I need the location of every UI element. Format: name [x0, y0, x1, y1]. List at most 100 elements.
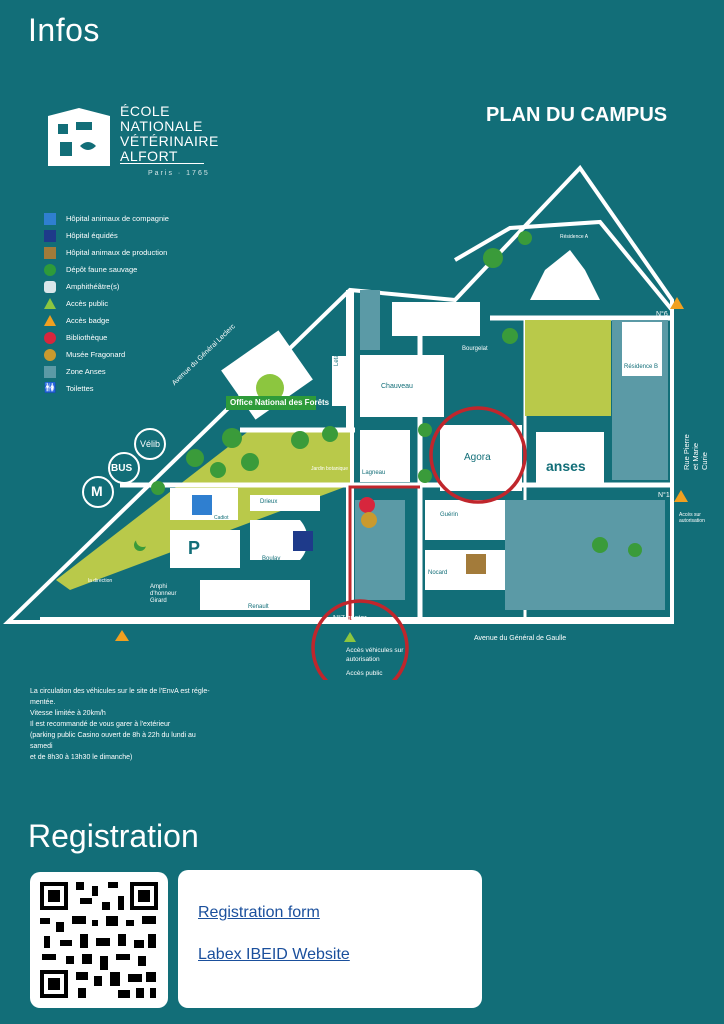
sports-field	[525, 320, 611, 416]
gate-label: N°14	[658, 492, 674, 499]
agora-label: Agora	[464, 452, 491, 463]
school-name: ÉCOLE NATIONALE VÉTÉRINAIRE ALFORT	[120, 104, 219, 164]
legend-label: Hôpital animaux de compagnie	[66, 214, 169, 223]
note-line: (parking public Casino ouvert de 8h à 22…	[30, 732, 196, 739]
building-renault	[200, 580, 310, 610]
note-line: samedi	[30, 743, 53, 750]
building-label: Boulay	[262, 556, 281, 562]
street-label: Rue Pierre et Marie Curie	[682, 434, 709, 470]
qr-code[interactable]	[30, 872, 168, 1008]
legend-label: Bibliothèque	[66, 333, 108, 342]
note-line: et de 8h30 à 13h30 le dimanche)	[30, 754, 133, 761]
labex-ibeid-website-link[interactable]: Labex IBEID Website	[198, 946, 350, 963]
museum-icon	[44, 348, 56, 361]
anses-zone-icon	[44, 365, 56, 378]
note-line: La circulation des véhicules sur le site…	[30, 688, 210, 695]
building-label: Nocard	[428, 570, 448, 576]
anses-zone	[360, 290, 380, 350]
wildlife-icon	[44, 263, 56, 276]
legend-item: Bibliothèque	[44, 329, 244, 346]
building-label: Letard	[334, 348, 340, 366]
gate-label: N°7 quater	[333, 615, 367, 622]
legend-label: Dépôt faune sauvage	[66, 265, 138, 274]
school-subtitle: Paris · 1765	[148, 170, 210, 177]
page-title: Infos	[28, 12, 100, 48]
building-residence-a	[530, 250, 600, 300]
building-residence-b	[622, 322, 662, 376]
building-guerin	[425, 500, 515, 540]
legend-label: Musée Fragonard	[66, 350, 126, 359]
note-line: Vitesse limitée à 20km/h	[30, 710, 106, 717]
garden-label: Jardin botanique	[311, 466, 348, 472]
note-line: Il est recommandé de vous garer à l'exté…	[30, 721, 171, 728]
building-label: Résidence B	[624, 364, 659, 370]
legend-item: Hôpital animaux de compagnie	[44, 210, 244, 227]
metro-label: M	[91, 483, 103, 499]
building-label: Guérin	[440, 512, 459, 518]
building-label: la direction	[88, 578, 113, 584]
parking	[170, 530, 240, 568]
legend-label: Hôpital équidés	[66, 231, 118, 240]
amphitheatre-icon	[44, 280, 56, 293]
legend-item: Zone Anses	[44, 363, 244, 380]
legend-item: Hôpital animaux de production	[44, 244, 244, 261]
school-name-line: ÉCOLE	[120, 103, 170, 119]
onf-label: Office National des Forêts	[230, 398, 330, 407]
building-label: Drieux	[260, 499, 278, 505]
entrance-highlight	[311, 599, 409, 680]
school-logo	[48, 108, 110, 166]
building-label: Lagneau	[362, 470, 386, 476]
legend-item: Amphithéâtre(s)	[44, 278, 244, 295]
legend-label: Zone Anses	[66, 367, 106, 376]
hospital-brown-icon	[466, 554, 486, 574]
traffic-notes: La circulation des véhicules sur le site…	[30, 686, 250, 763]
building-label: Bourgelat	[462, 346, 488, 352]
building	[355, 500, 405, 600]
school-name-line: ALFORT	[120, 148, 178, 164]
legend-item: Dépôt faune sauvage	[44, 261, 244, 278]
access-label: Accès sur autorisation	[679, 512, 705, 524]
building-agora	[440, 425, 522, 491]
registration-form-link[interactable]: Registration form	[198, 904, 320, 921]
hospital-navy-icon	[293, 531, 313, 551]
anses-zone	[505, 500, 665, 610]
map-title: PLAN DU CAMPUS	[486, 104, 668, 126]
hospital-blue-icon	[44, 212, 56, 225]
hospital-navy-icon	[44, 229, 56, 242]
legend-item: 🚻 Toilettes	[44, 380, 244, 397]
parking-label: P	[188, 538, 201, 558]
building-label: Amphi d'honneur Girard	[150, 584, 177, 604]
building-label: Cadiot	[214, 515, 229, 521]
street-label: Avenue du Général de Gaulle	[474, 635, 567, 642]
building-drieux	[250, 495, 320, 511]
agora-highlight	[429, 406, 527, 504]
legend-item: Hôpital équidés	[44, 227, 244, 244]
legend-label: Amphithéâtre(s)	[66, 282, 120, 291]
registration-title: Registration	[28, 818, 199, 854]
building-label: Chauveau	[381, 383, 413, 390]
hospital-brown-icon	[44, 246, 56, 259]
bus-label: BUS	[111, 463, 133, 474]
access-label: Accès public	[346, 670, 383, 677]
public-access-icon	[44, 298, 56, 309]
building-letard	[332, 356, 350, 406]
legend-label: Accès badge	[66, 316, 110, 325]
toilets-icon: 🚻	[44, 382, 57, 394]
school-name-line: NATIONALE	[120, 118, 203, 134]
map-legend: Hôpital animaux de compagnie Hôpital équ…	[44, 210, 244, 397]
badge-access-icon	[44, 315, 56, 326]
anses-label: anses	[546, 458, 586, 474]
legend-label: Toilettes	[66, 384, 94, 393]
legend-item: Musée Fragonard	[44, 346, 244, 363]
links-panel: Registration form Labex IBEID Website	[178, 870, 482, 1008]
building-label: Résidence A	[560, 234, 589, 240]
building-anses	[536, 432, 604, 484]
legend-item: Accès public	[44, 295, 244, 312]
building-label: Renault	[248, 604, 269, 610]
school-name-line: VÉTÉRINAIRE	[120, 133, 219, 149]
legend-label: Hôpital animaux de production	[66, 248, 168, 257]
building-lagneau	[360, 430, 410, 482]
gate-label: N°7	[132, 618, 144, 625]
velib-label: Vélib	[140, 439, 161, 449]
hospital-blue-icon	[192, 495, 212, 515]
